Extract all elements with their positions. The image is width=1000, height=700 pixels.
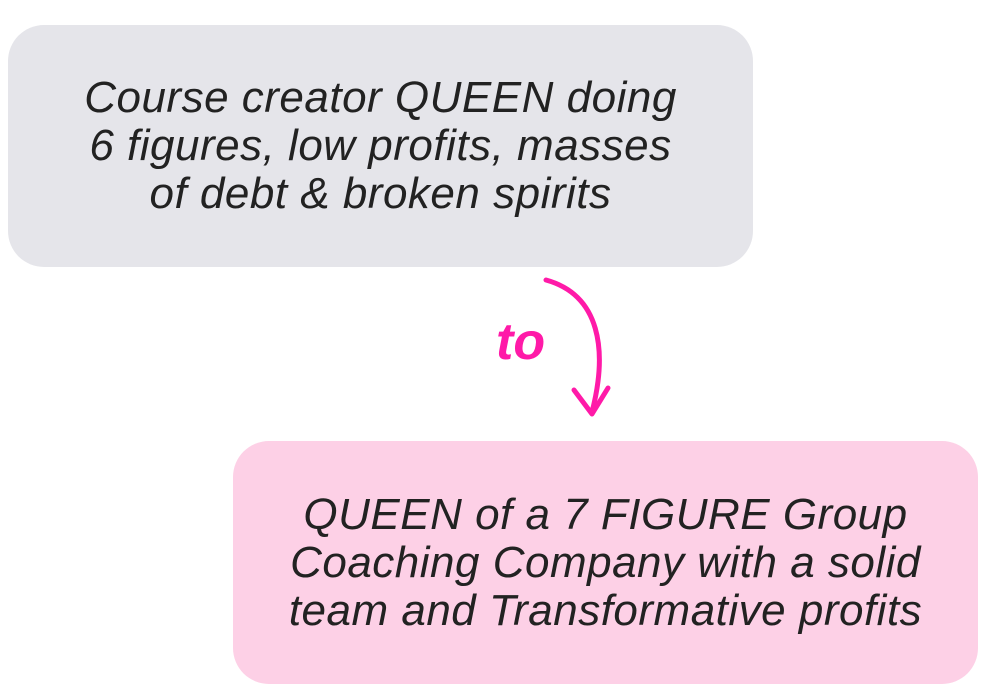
- connector-label: to: [496, 313, 546, 371]
- from-box: Course creator QUEEN doing 6 figures, lo…: [8, 25, 753, 267]
- from-box-text: Course creator QUEEN doing 6 figures, lo…: [84, 73, 677, 218]
- to-box-text: QUEEN of a 7 FIGURE Group Coaching Compa…: [288, 489, 923, 635]
- curved-arrow-down-icon: [543, 277, 611, 417]
- to-box: QUEEN of a 7 FIGURE Group Coaching Compa…: [233, 441, 978, 684]
